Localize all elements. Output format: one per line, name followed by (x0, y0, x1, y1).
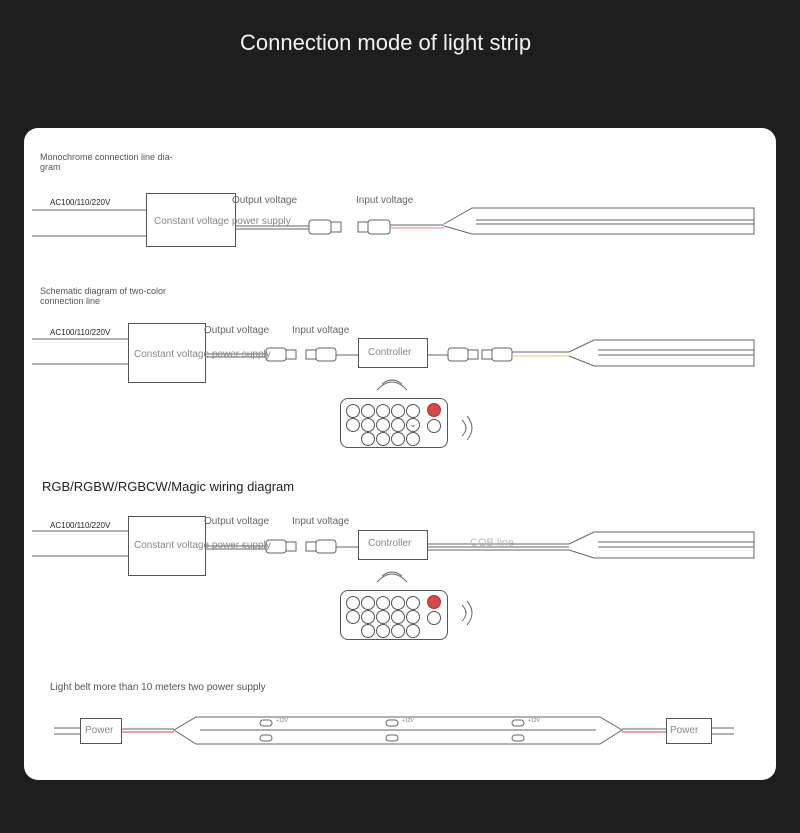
left-power-box (80, 718, 122, 744)
right-power-box (666, 718, 712, 744)
page-title: Connection mode of light strip (240, 30, 532, 55)
rgb-watermark: COB line (470, 537, 515, 549)
remote-button (406, 432, 420, 446)
diagram-panel: Monochrome connection line dia- gram AC1… (24, 128, 776, 780)
rgb-wiring (32, 530, 755, 626)
twocolor-heading: Schematic diagram of two-color connectio… (40, 286, 167, 306)
remote-button (391, 418, 405, 432)
twocolor-ac-label: AC100/110/220V (50, 328, 111, 337)
rgb-controller (358, 530, 428, 560)
remote-button (376, 418, 390, 432)
remote-button (391, 404, 405, 418)
mono-ac-label: AC100/110/220V (50, 198, 111, 207)
power-button-icon (427, 403, 441, 417)
twocolor-psu-label: Constant voltage power supply (134, 349, 271, 360)
rgb-ac-label: AC100/110/220V (50, 521, 111, 530)
wiring-lines (32, 207, 755, 745)
rgb-psu-label: Constant voltage power supply (134, 540, 271, 551)
mono-power-supply (146, 193, 236, 247)
twocolor-controller (358, 338, 428, 368)
rgb-power-supply (128, 516, 206, 576)
remote-button (406, 596, 420, 610)
rgb-remote (340, 590, 448, 640)
plus-label: +12V (402, 718, 414, 724)
chevron-down-icon: ⌄ (406, 418, 420, 432)
plus-label: +12V (276, 718, 288, 724)
rgb-heading: RGB/RGBW/RGBCW/Magic wiring diagram (42, 479, 295, 494)
remote-button (376, 432, 390, 446)
twocolor-output-label: Output voltage (204, 325, 270, 336)
twocolor-controller-label: Controller (368, 347, 412, 358)
remote-button (376, 610, 390, 624)
power-button-icon (427, 595, 441, 609)
mono-output-label: Output voltage (232, 195, 298, 206)
left-power-label: Power (85, 725, 114, 736)
remote-button (391, 624, 405, 638)
remote-button (391, 610, 405, 624)
rgb-controller-label: Controller (368, 538, 412, 549)
twocolor-power-supply (128, 323, 206, 383)
remote-button (361, 624, 375, 638)
remote-button (361, 418, 375, 432)
remote-button (427, 419, 441, 433)
remote-button (406, 404, 420, 418)
remote-button (376, 624, 390, 638)
long-heading: Light belt more than 10 meters two power… (50, 682, 266, 693)
remote-button (391, 596, 405, 610)
mono-psu-label: Constant voltage power supply (154, 216, 291, 227)
long-wiring (54, 716, 734, 745)
mono-input-label: Input voltage (356, 195, 414, 206)
remote-button (427, 611, 441, 625)
remote-button (346, 404, 360, 418)
remote-button (376, 596, 390, 610)
remote-button (346, 596, 360, 610)
twocolor-input-label: Input voltage (292, 325, 350, 336)
remote-button (361, 610, 375, 624)
remote-button (361, 596, 375, 610)
remote-button (361, 404, 375, 418)
remote-button (376, 404, 390, 418)
remote-button (406, 624, 420, 638)
plus-label: +12V (528, 718, 540, 724)
twocolor-wiring (32, 338, 755, 441)
rgb-input-label: Input voltage (292, 516, 350, 527)
mono-heading: Monochrome connection line dia- gram (40, 152, 173, 172)
remote-button (406, 610, 420, 624)
remote-button (346, 610, 360, 624)
rgb-output-label: Output voltage (204, 516, 270, 527)
twocolor-remote: ⌄ (340, 398, 448, 448)
remote-button (361, 432, 375, 446)
mono-wiring (32, 207, 755, 237)
remote-button (391, 432, 405, 446)
remote-button (346, 418, 360, 432)
right-power-label: Power (670, 725, 699, 736)
